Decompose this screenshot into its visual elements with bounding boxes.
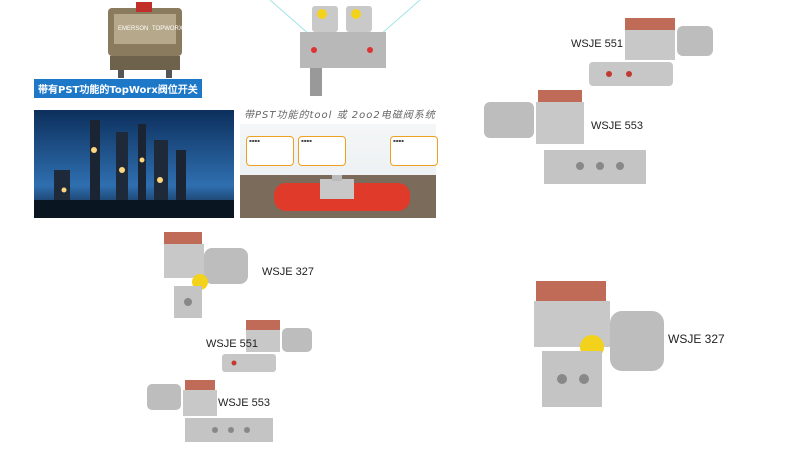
pst-panel-title: 带PST功能的tool 或 2oo2电磁阀系统	[244, 110, 436, 121]
wsje327-mid-image	[160, 228, 260, 320]
wsje551-small-image	[218, 318, 318, 376]
wsje551-top-image	[585, 12, 725, 92]
topworx-brand-left: EMERSON	[118, 26, 149, 32]
topworx-switch-image: EMERSON TOPWORX	[100, 0, 190, 80]
pst-callout-3: ▪▪▪▪	[390, 136, 438, 166]
pst-callout-1: ▪▪▪▪	[246, 136, 294, 166]
actuator-image	[240, 175, 436, 218]
topworx-brand-right: TOPWORX	[152, 26, 183, 32]
refinery-image	[34, 110, 234, 218]
topworx-caption: 带有PST功能的TopWorx阀位开关	[34, 79, 202, 98]
wsje553-top-label: WSJE 553	[591, 120, 643, 132]
wsje327-large-image	[522, 275, 672, 410]
dual-solenoid-assembly-image	[269, 0, 421, 100]
wsje553-small-image	[145, 378, 275, 446]
wsje551-small-label: WSJE 551	[206, 338, 258, 350]
wsje327-large-label: WSJE 327	[668, 332, 725, 346]
pst-callout-2: ▪▪▪▪	[298, 136, 346, 166]
wsje553-top-image	[480, 88, 650, 188]
wsje327-mid-label: WSJE 327	[262, 266, 314, 278]
wsje551-top-label: WSJE 551	[571, 38, 623, 50]
wsje553-small-label: WSJE 553	[218, 397, 270, 409]
